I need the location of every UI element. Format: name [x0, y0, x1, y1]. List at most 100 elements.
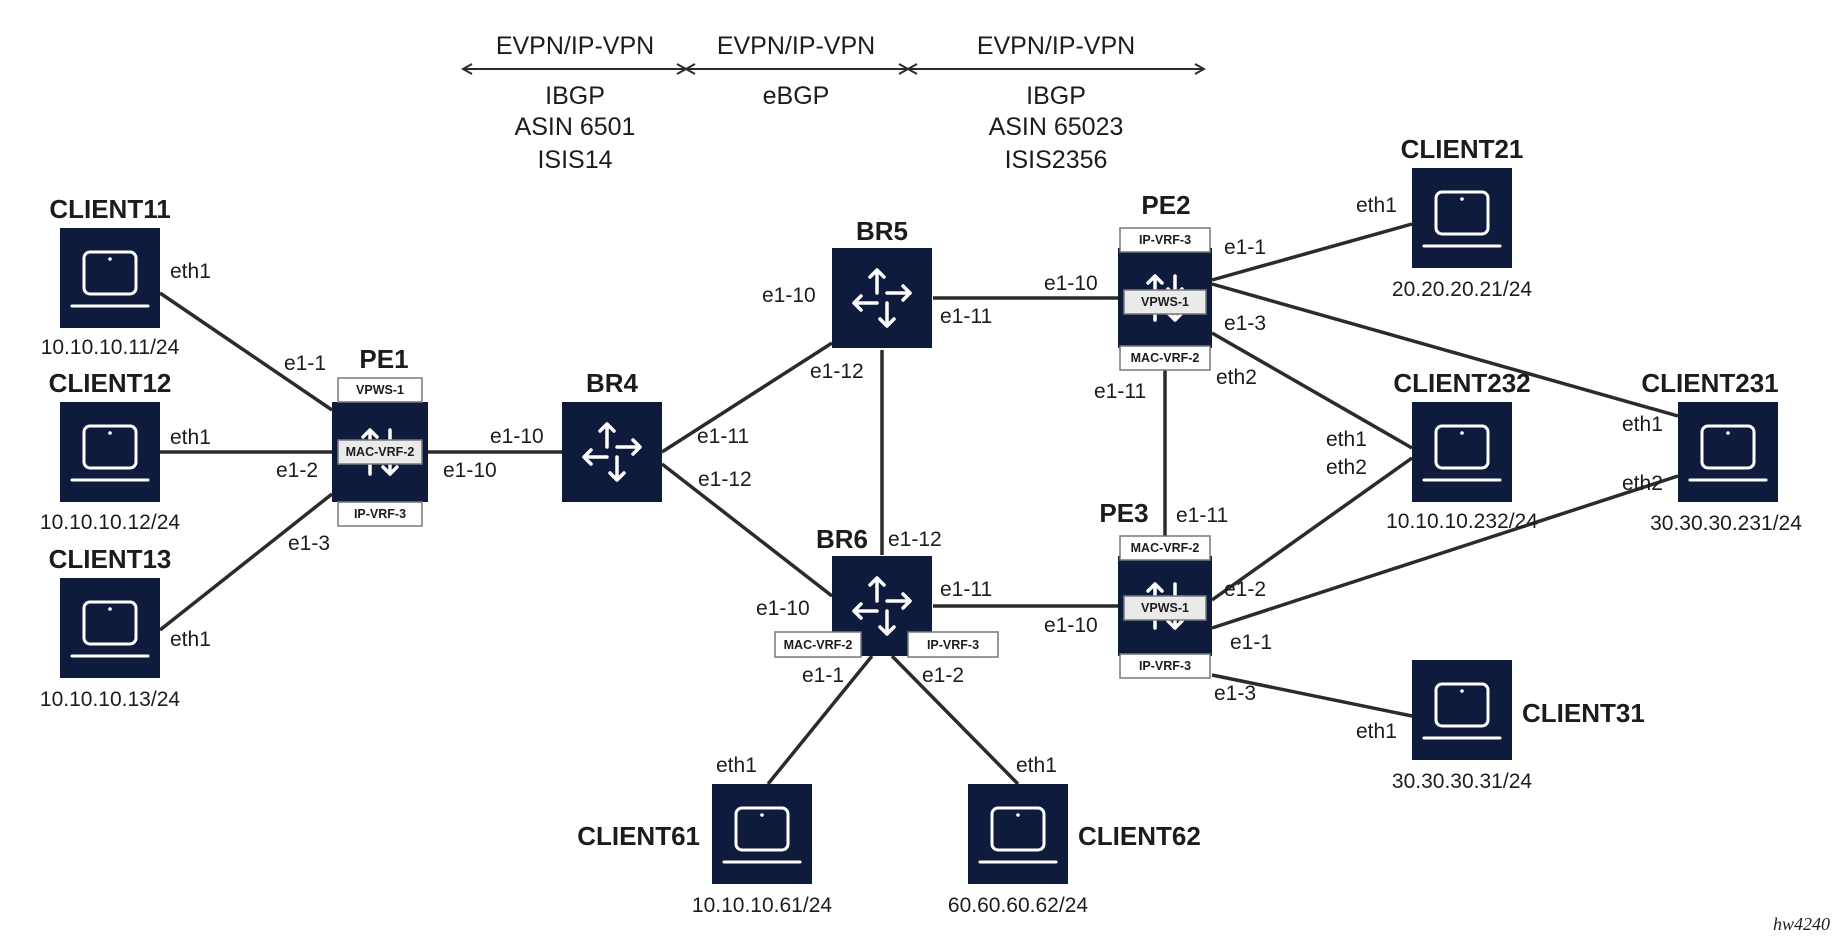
router-name: BR6	[816, 524, 868, 554]
link-pe2-client232	[1211, 331, 1413, 450]
laptop-icon	[70, 600, 150, 658]
port-label: eth2	[1622, 472, 1663, 495]
client-client31[interactable]: CLIENT31 30.30.30.31/24	[1392, 660, 1645, 793]
client-name: CLIENT62	[1078, 821, 1201, 851]
client-ip: 30.30.30.231/24	[1650, 512, 1802, 535]
vrf-badge-mac	[337, 439, 423, 465]
vrf-label: VPWS-1	[1141, 295, 1189, 309]
vrf-badge-vpws	[337, 377, 423, 403]
client-ip: 20.20.20.21/24	[1392, 278, 1532, 301]
router-box	[562, 402, 662, 502]
link-br4-br5	[661, 341, 833, 454]
zone-asin-65023: EVPN/IP-VPN IBGP ASIN 65023 ISIS2356	[908, 32, 1204, 174]
router-pe3[interactable]: MAC-VRF-2 VPWS-1 IP-VRF-3 PE3	[1099, 498, 1212, 679]
router-icon	[852, 576, 912, 636]
laptop-icon	[978, 806, 1058, 864]
link-pe3-client232	[1210, 456, 1414, 602]
vrf-badge-mac	[774, 631, 862, 658]
router-icon	[852, 268, 912, 328]
client-box	[60, 402, 160, 502]
port-label: e1-3	[1214, 682, 1256, 705]
link-br6-client62	[890, 654, 1020, 786]
port-label: e1-11	[697, 425, 749, 448]
vrf-badge-ip	[1119, 227, 1211, 253]
router-box	[832, 248, 932, 348]
port-label: e1-2	[276, 459, 318, 482]
port-label: e1-2	[1224, 578, 1266, 601]
client-name: CLIENT61	[577, 821, 700, 851]
laptop-icon	[722, 806, 802, 864]
port-label: e1-11	[1176, 504, 1228, 527]
port-label: eth1	[1356, 194, 1397, 217]
client-client11[interactable]: CLIENT11 10.10.10.11/24	[41, 194, 180, 359]
vrf-label: MAC-VRF-2	[346, 445, 415, 459]
zone-line: ISIS2356	[1005, 146, 1108, 174]
client-client12[interactable]: CLIENT12 10.10.10.12/24	[40, 368, 180, 534]
port-label: e1-1	[1230, 631, 1272, 654]
port-label: eth1	[1326, 428, 1367, 451]
client-ip: 10.10.10.13/24	[40, 688, 180, 711]
port-label: e1-10	[443, 459, 497, 482]
router-pe2[interactable]: IP-VRF-3 VPWS-1 MAC-VRF-2 PE2	[1118, 190, 1212, 371]
link-br6-client61	[766, 654, 874, 786]
client-ip: 10.10.10.61/24	[692, 894, 832, 917]
laptop-icon	[1422, 682, 1502, 740]
port-label: e1-12	[810, 360, 864, 383]
client-box	[1412, 660, 1512, 760]
client-name: CLIENT11	[49, 194, 170, 224]
zone-line: ISIS14	[537, 146, 612, 174]
zone-protocol: EVPN/IP-VPN	[717, 32, 875, 60]
router-br5[interactable]: BR5	[832, 216, 932, 348]
port-label: e1-10	[1044, 614, 1098, 637]
laptop-icon	[70, 424, 150, 482]
client-name: CLIENT231	[1641, 368, 1778, 398]
port-label: eth1	[170, 426, 211, 449]
client-ip: 10.10.10.11/24	[41, 336, 180, 359]
client-name: CLIENT12	[49, 368, 172, 398]
vrf-label: VPWS-1	[1141, 601, 1189, 615]
client-name: CLIENT21	[1401, 134, 1524, 164]
zone-asin-6501: EVPN/IP-VPN IBGP ASIN 6501 ISIS14	[463, 32, 686, 174]
port-label: eth1	[716, 754, 757, 777]
vrf-badge-mac	[1119, 535, 1211, 561]
vrf-label: MAC-VRF-2	[1131, 351, 1200, 365]
client-ip: 60.60.60.62/24	[948, 894, 1088, 917]
port-label: eth1	[170, 628, 211, 651]
link-pe2-client21	[1211, 222, 1413, 282]
port-label: eth1	[170, 260, 211, 283]
vrf-label: MAC-VRF-2	[784, 638, 853, 652]
laptop-icon	[1422, 424, 1502, 482]
zone-line: ASIN 6501	[515, 113, 636, 141]
client-ip: 10.10.10.232/24	[1386, 510, 1538, 533]
link-br4-br6	[660, 462, 834, 598]
port-label: e1-10	[1044, 272, 1098, 295]
client-name: CLIENT13	[49, 544, 172, 574]
router-br4[interactable]: BR4	[562, 368, 662, 502]
vrf-label: IP-VRF-3	[1139, 659, 1191, 673]
vrf-badge-ip	[907, 631, 999, 658]
client-client231[interactable]: CLIENT231 30.30.30.231/24	[1641, 368, 1802, 535]
client-client61[interactable]: CLIENT61 10.10.10.61/24	[577, 784, 832, 917]
link-client11-pe1	[159, 291, 333, 412]
port-label: eth2	[1326, 456, 1367, 479]
port-label: e1-10	[756, 597, 810, 620]
port-label: e1-3	[288, 532, 330, 555]
vrf-badge-vpws	[1123, 289, 1207, 315]
router-br6[interactable]: MAC-VRF-2 IP-VRF-3 BR6	[774, 524, 999, 658]
client-client21[interactable]: CLIENT21 20.20.20.21/24	[1392, 134, 1532, 301]
link-pe3-client31	[1211, 673, 1413, 718]
zone-line: eBGP	[763, 82, 830, 110]
client-client232[interactable]: CLIENT232 10.10.10.232/24	[1386, 368, 1538, 533]
laptop-icon	[1688, 424, 1768, 482]
port-label: eth1	[1622, 413, 1663, 436]
link-pe3-client231	[1211, 474, 1679, 630]
client-client13[interactable]: CLIENT13 10.10.10.13/24	[40, 544, 180, 711]
vrf-badge-ip	[337, 501, 423, 527]
zone-protocol: EVPN/IP-VPN	[977, 32, 1135, 60]
client-client62[interactable]: CLIENT62 60.60.60.62/24	[948, 784, 1201, 917]
vrf-label: VPWS-1	[356, 383, 404, 397]
vrf-label: IP-VRF-3	[927, 638, 979, 652]
port-label: e1-1	[802, 664, 844, 687]
port-label: e1-1	[284, 352, 326, 375]
router-pe1[interactable]: VPWS-1 MAC-VRF-2 IP-VRF-3 PE1	[332, 344, 428, 527]
